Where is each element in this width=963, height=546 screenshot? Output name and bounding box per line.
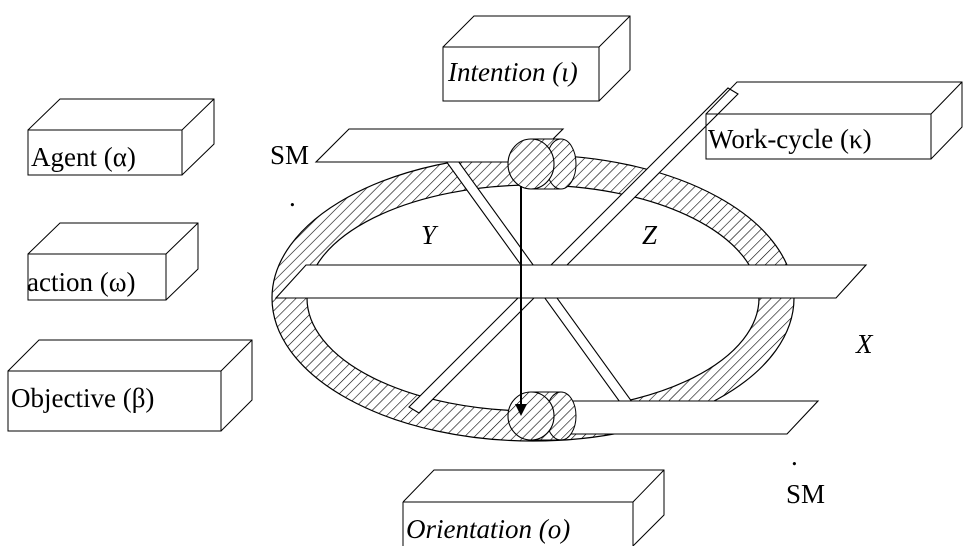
box-work-cycle [705, 81, 963, 160]
axis-y-label: Y [421, 220, 439, 250]
sm-label-top: SM [270, 140, 309, 170]
z-plane [408, 87, 739, 414]
box-agent [27, 98, 215, 176]
box-objective [7, 339, 253, 432]
box-intention [442, 15, 631, 102]
sm-dot-top: . [289, 182, 296, 212]
sm-dot-bottom: . [791, 441, 798, 471]
cylinder-top [507, 138, 577, 190]
intention-label: Intention (ι) [447, 57, 578, 87]
work-cycle-label: Work-cycle (κ) [708, 124, 872, 154]
axis-z-label: Z [642, 220, 658, 250]
box-orientation [402, 469, 665, 546]
axis-x-label: X [855, 329, 874, 359]
box-action [27, 222, 199, 301]
action-label: action (ω) [27, 267, 135, 297]
orientation-label: Orientation (ο) [406, 514, 570, 544]
x-plane [274, 264, 868, 299]
agent-label: Agent (α) [31, 142, 136, 172]
objective-label: Objective (β) [11, 383, 154, 413]
sm-label-bottom: SM [786, 479, 825, 509]
cylinder-bottom [507, 391, 577, 441]
